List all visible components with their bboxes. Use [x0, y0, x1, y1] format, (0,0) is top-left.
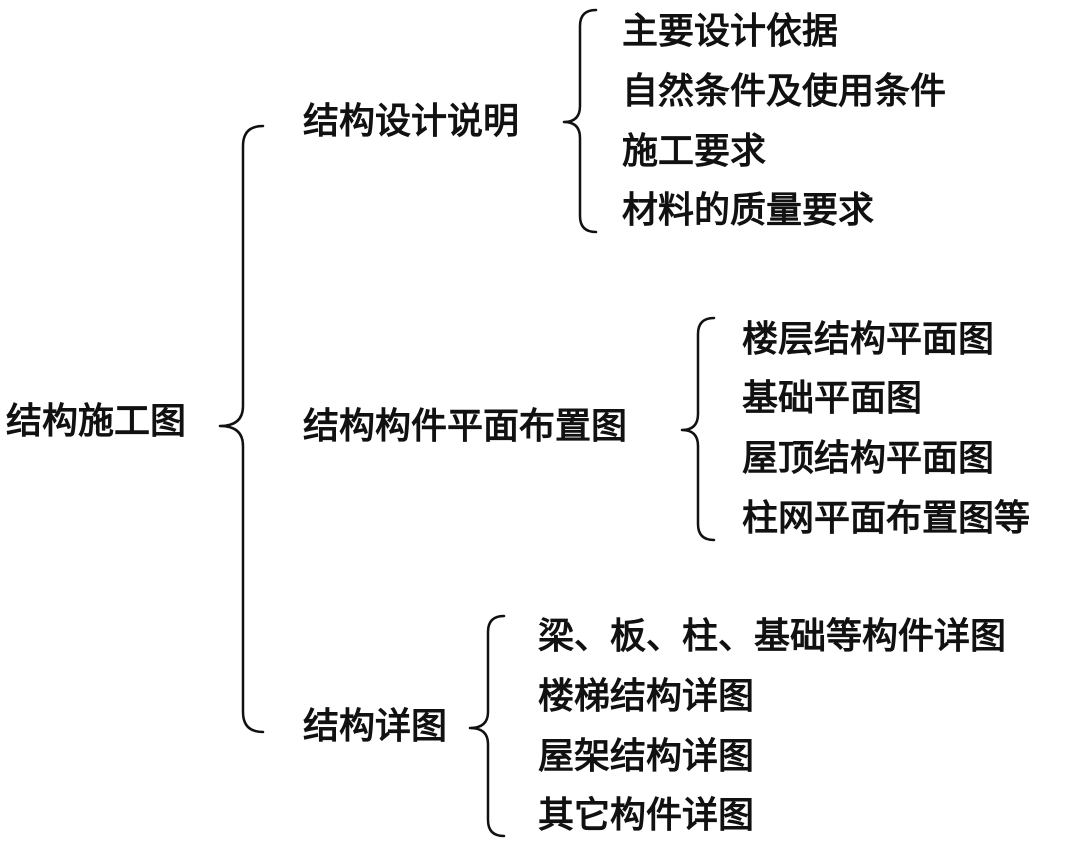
leaf-item: 楼层结构平面图	[742, 318, 995, 360]
branch-1-brace	[562, 8, 598, 234]
leaf-item: 梁、板、柱、基础等构件详图	[538, 615, 1007, 657]
branch-label-design-notes: 结构设计说明	[303, 100, 520, 142]
leaf-item: 柱网平面布置图等	[742, 497, 1031, 539]
leaf-item: 自然条件及使用条件	[622, 70, 947, 112]
leaf-item: 施工要求	[622, 130, 767, 172]
root-brace	[218, 124, 265, 734]
leaf-item: 主要设计依据	[622, 10, 839, 52]
branch-3-brace	[468, 614, 506, 838]
leaf-item: 屋顶结构平面图	[742, 437, 995, 479]
branch-label-layout-plans: 结构构件平面布置图	[303, 405, 628, 447]
leaf-item: 材料的质量要求	[622, 189, 875, 231]
root-label: 结构施工图	[6, 400, 187, 442]
branch-2-brace	[680, 316, 716, 542]
leaf-item: 其它构件详图	[538, 794, 755, 836]
leaf-item: 楼梯结构详图	[538, 675, 755, 717]
branch-label-detail-drawings: 结构详图	[303, 705, 448, 747]
leaf-item: 屋架结构详图	[538, 735, 755, 777]
leaf-item: 基础平面图	[742, 377, 923, 419]
